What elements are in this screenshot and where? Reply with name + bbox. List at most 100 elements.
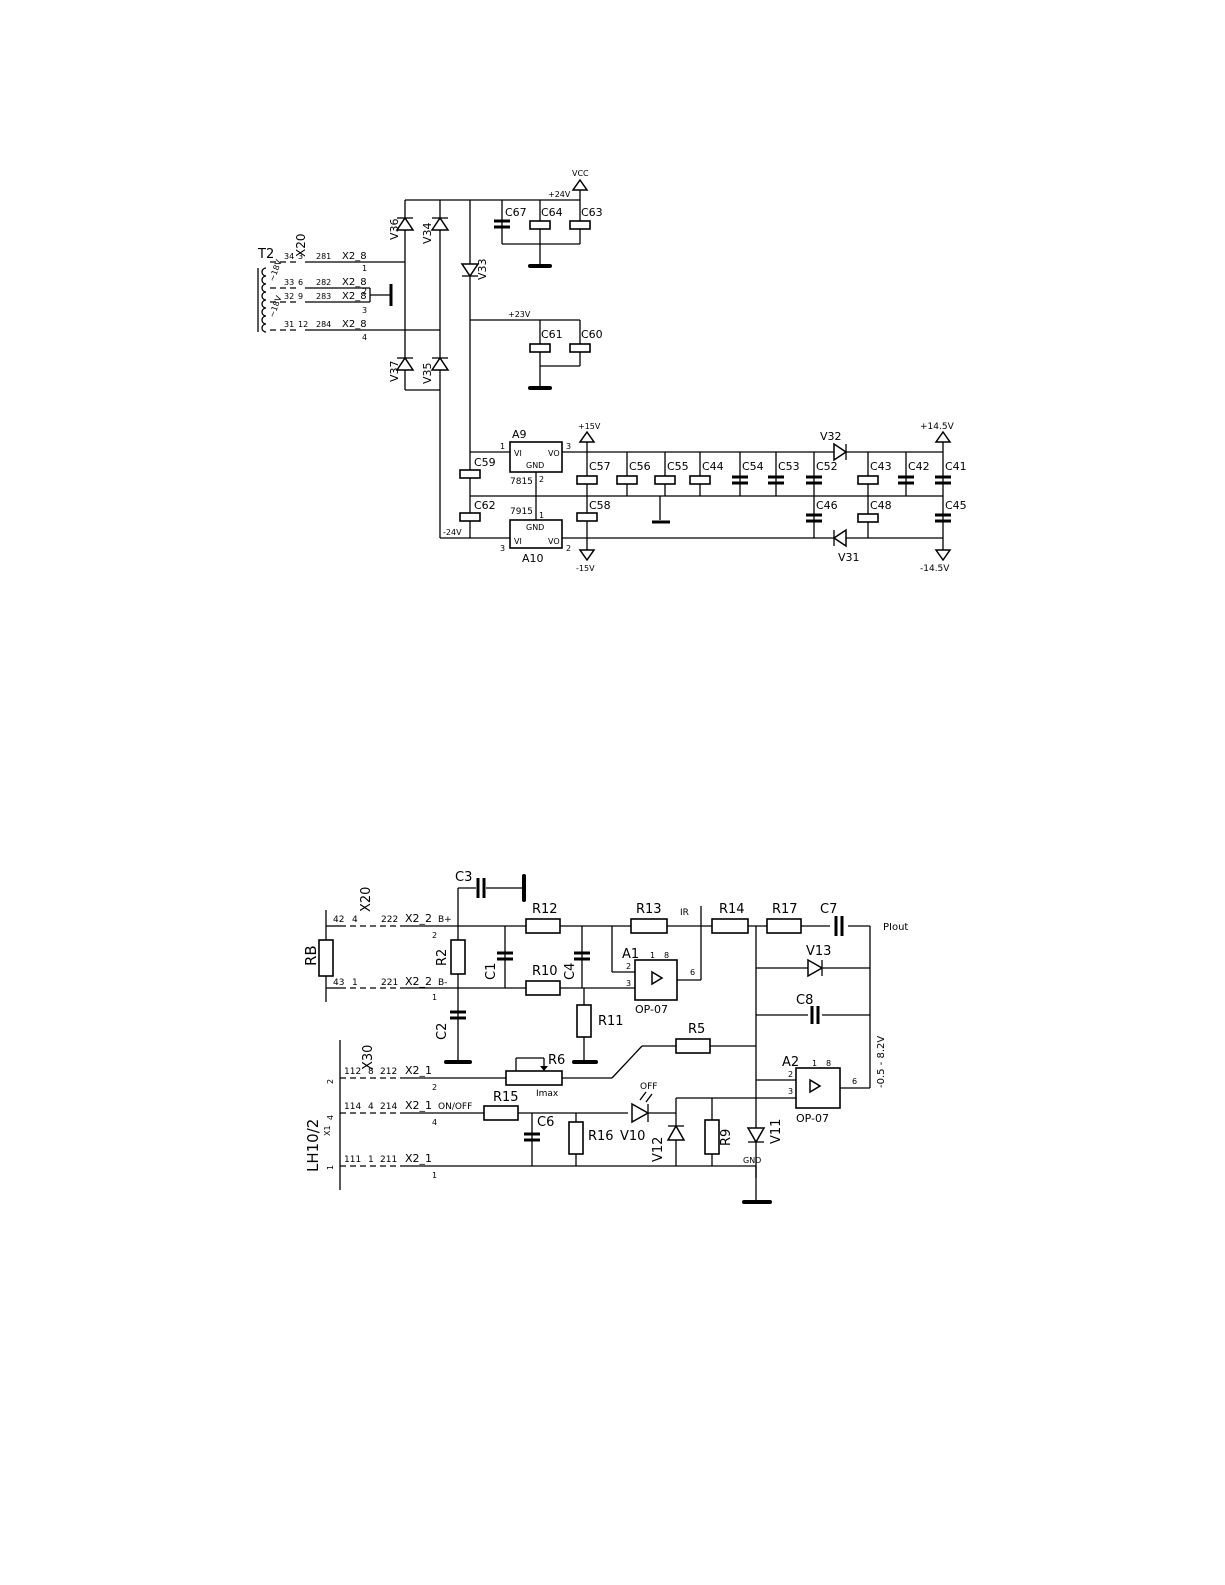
r11-label: R11 xyxy=(598,1014,624,1029)
c61-label: C61 xyxy=(541,328,563,341)
rb-label: RB xyxy=(302,945,320,966)
plug-x2-8-a: X2_8 xyxy=(342,251,367,262)
n145-arrow xyxy=(934,549,952,562)
v31-label: V31 xyxy=(838,551,860,564)
diode-v37 xyxy=(395,356,415,371)
a9-pin-in: 1 xyxy=(500,442,505,451)
rb-plug-b: X2_2 xyxy=(405,975,432,988)
r5-label: R5 xyxy=(688,1022,705,1037)
a2-part: OP-07 xyxy=(796,1112,829,1125)
r13 xyxy=(630,918,668,934)
on-pin-4b: 4 xyxy=(432,1118,437,1127)
n15-label: -15V xyxy=(576,564,595,573)
r12 xyxy=(525,918,561,934)
on-plug: X2_1 xyxy=(405,1099,432,1112)
plug-pin-2: 2 xyxy=(362,287,367,296)
gnd-wire-211: 211 xyxy=(380,1155,397,1165)
v35-label: V35 xyxy=(421,362,434,384)
pot-plug: X2_1 xyxy=(405,1064,432,1077)
diode-v34 xyxy=(430,216,450,231)
diode-v31 xyxy=(832,528,847,548)
transformer-lines xyxy=(270,261,440,331)
c58-label: C58 xyxy=(589,499,611,512)
pin-12: 12 xyxy=(298,320,308,329)
regulator-a10 xyxy=(509,519,563,549)
imax-label: Imax xyxy=(536,1089,559,1099)
lh-label: LH10/2 xyxy=(304,1119,322,1172)
rb-bminus: B- xyxy=(438,978,447,988)
v32-label: V32 xyxy=(820,430,842,443)
x1-label: X1 xyxy=(323,1125,332,1136)
c44-label: C44 xyxy=(702,460,724,473)
pout-label: PIout xyxy=(883,922,908,933)
a1-pin2: 2 xyxy=(626,962,631,971)
c54-label: C54 xyxy=(742,460,764,473)
signal-schematic: RB X20 42 4 222 X2_2 B+ 2 43 1 221 X2_2 … xyxy=(302,870,908,1204)
r6-label: R6 xyxy=(548,1053,565,1068)
c2-label: C2 xyxy=(435,1023,450,1040)
x1-pin-1: 1 xyxy=(326,1165,335,1170)
r10 xyxy=(525,980,561,996)
range-label: -0.5 - 8.2V xyxy=(876,1036,887,1088)
power-supply-schematic: T2 ~18V ~18V X20 34 33 32 31 3 6 9 12 28… xyxy=(257,169,967,574)
diode-v33 xyxy=(460,263,480,278)
gnd-pin-111: 111 xyxy=(344,1155,361,1165)
pin-34: 34 xyxy=(284,252,294,261)
p145-label: +14.5V xyxy=(920,422,955,432)
cap-group-24v xyxy=(494,200,591,268)
c3-label: C3 xyxy=(455,870,472,885)
on-pin-114: 114 xyxy=(344,1102,361,1112)
rb-wire-221: 221 xyxy=(381,978,398,988)
a10-vi: VI xyxy=(514,537,522,546)
c43-label: C43 xyxy=(870,460,892,473)
c52-label: C52 xyxy=(816,460,838,473)
c1-label: C1 xyxy=(484,963,499,980)
on-off-label: ON/OFF xyxy=(438,1102,472,1112)
r5 xyxy=(675,1038,711,1054)
a10-pin-gnd: 1 xyxy=(539,511,544,520)
a2-pin2: 2 xyxy=(788,1070,793,1079)
wire-283: 283 xyxy=(316,292,331,301)
diode-v12 xyxy=(666,1124,686,1141)
rb-pin-1: 1 xyxy=(352,978,358,988)
r11 xyxy=(576,1004,592,1038)
c57-label: C57 xyxy=(589,460,611,473)
v37-label: V37 xyxy=(388,360,401,382)
c53-label: C53 xyxy=(778,460,800,473)
off-label: OFF xyxy=(640,1082,657,1092)
a10-part: 7915 xyxy=(510,507,533,517)
r10-label: R10 xyxy=(532,964,558,979)
r16-label: R16 xyxy=(588,1129,614,1144)
a2-pin1: 1 xyxy=(812,1059,817,1068)
r14-label: R14 xyxy=(719,902,745,917)
a9-gnd: GND xyxy=(526,461,544,470)
r9-label: R9 xyxy=(719,1129,734,1146)
on-wire-214: 214 xyxy=(380,1102,397,1112)
p15-arrow xyxy=(578,430,596,443)
ir-label: IR xyxy=(680,908,689,918)
pot-pin-112: 112 xyxy=(344,1067,361,1077)
on-pin-4: 4 xyxy=(368,1102,374,1112)
c62-label: C62 xyxy=(474,499,496,512)
p145-arrow xyxy=(934,430,952,443)
c46-label: C46 xyxy=(816,499,838,512)
diode-v32 xyxy=(833,442,848,462)
x1-pin-2: 2 xyxy=(326,1079,335,1084)
pin-6: 6 xyxy=(298,278,303,287)
pot-pin-8: 8 xyxy=(368,1067,374,1077)
a2-pin8: 8 xyxy=(826,1059,831,1068)
transformer-label: T2 xyxy=(257,247,274,262)
c55-label: C55 xyxy=(667,460,689,473)
plug-pin-1: 1 xyxy=(362,264,367,273)
regulator-a9 xyxy=(509,441,563,473)
x20-connector-label: X20 xyxy=(294,234,308,258)
a1-part: OP-07 xyxy=(635,1003,668,1016)
c4-label: C4 xyxy=(563,963,578,980)
c64-label: C64 xyxy=(541,206,563,219)
diode-v13 xyxy=(807,958,824,978)
c48-label: C48 xyxy=(870,499,892,512)
plug-pin-3: 3 xyxy=(362,306,367,315)
c63-label: C63 xyxy=(581,206,603,219)
c7-label: C7 xyxy=(820,902,837,917)
